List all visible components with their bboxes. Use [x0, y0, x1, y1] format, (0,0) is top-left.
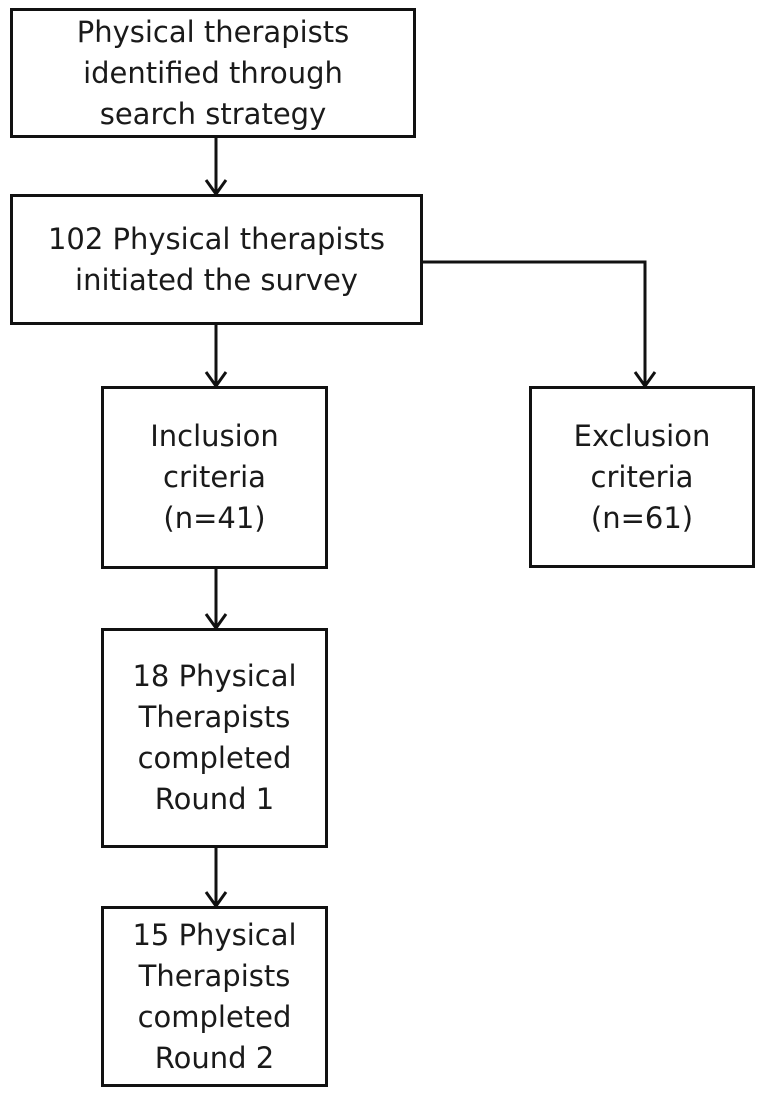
box-round2: 15 Physical Therapists completed Round 2 [101, 906, 328, 1087]
box-round2-line-4: Round 2 [154, 1040, 275, 1075]
box-round2-line-1: 15 Physical [132, 917, 297, 952]
arrow-identified-to-initiated [204, 137, 228, 197]
box-round1: 18 Physical Therapists completed Round 1 [101, 628, 328, 848]
box-inclusion-line-2: criteria [163, 460, 266, 494]
box-round1-line-3: completed [137, 741, 292, 775]
box-round2-line-3: completed [137, 999, 292, 1034]
box-initiated-line-1: 102 Physical therapists [47, 221, 386, 256]
arrow-initiated-to-exclusion [422, 260, 657, 389]
box-exclusion-line-2: criteria [590, 459, 694, 494]
box-identified-line-2: identified through [83, 55, 343, 90]
box-round1-line-1: 18 Physical [132, 659, 297, 693]
box-inclusion-line-3: (n=41) [163, 501, 266, 535]
box-round1-line-4: Round 1 [154, 782, 275, 816]
box-identified-line-3: search strategy [99, 96, 327, 131]
box-initiated-line-2: initiated the survey [75, 262, 358, 297]
box-identified-line-1: Physical therapists [76, 14, 350, 49]
box-identified: Physical therapists identified through s… [10, 8, 416, 138]
box-inclusion-line-1: Inclusion [150, 419, 279, 453]
arrow-initiated-to-inclusion [204, 324, 228, 389]
box-initiated: 102 Physical therapists initiated the su… [10, 194, 423, 325]
box-inclusion: Inclusion criteria (n=41) [101, 386, 328, 569]
box-exclusion-line-1: Exclusion [573, 418, 711, 453]
arrow-inclusion-to-round1 [204, 568, 228, 631]
box-exclusion-line-3: (n=61) [590, 500, 694, 535]
box-round1-line-2: Therapists [138, 700, 291, 734]
box-round2-line-2: Therapists [138, 958, 291, 993]
box-exclusion: Exclusion criteria (n=61) [529, 386, 755, 568]
arrow-round1-to-round2 [204, 847, 228, 909]
